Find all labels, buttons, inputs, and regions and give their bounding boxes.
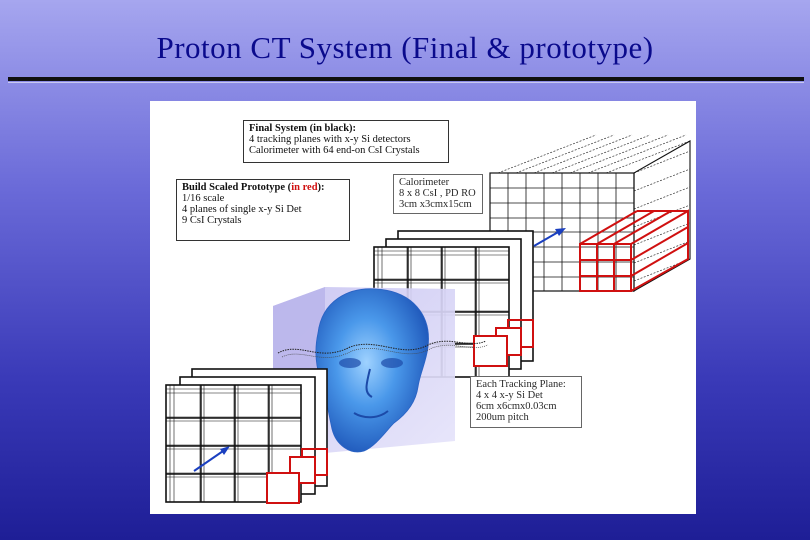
tracking-plane-line: Each Tracking Plane: bbox=[476, 379, 566, 390]
proton-arrow-icon bbox=[193, 228, 566, 472]
pct-system-figure: Final System (in black): 4 tracking plan… bbox=[150, 101, 696, 514]
prototype-line: 9 CsI Crystals bbox=[182, 215, 242, 226]
prototype-heading: Build Scaled Prototype (in red): bbox=[182, 182, 344, 193]
title-divider-highlight bbox=[8, 82, 804, 83]
pct-diagram bbox=[165, 134, 691, 504]
slide-title: Proton CT System (Final & prototype) bbox=[156, 30, 654, 65]
tracking-plane-line: 4 x 4 x-y Si Det bbox=[476, 390, 543, 401]
prototype-heading-red: in red bbox=[291, 182, 318, 193]
final-system-heading: Final System (in black): bbox=[249, 123, 357, 134]
prototype-line: 4 planes of single x-y Si Det bbox=[182, 204, 302, 215]
prototype-heading-prefix: Build Scaled Prototype ( bbox=[182, 182, 292, 193]
final-system-note: Final System (in black): 4 tracking plan… bbox=[243, 120, 449, 163]
tracking-plane-note: Each Tracking Plane: 4 x 4 x-y Si Det 6c… bbox=[470, 376, 582, 428]
tracking-plane-line: 6cm x6cmx0.03cm bbox=[476, 401, 557, 412]
final-system-line: 4 tracking planes with x-y Si detectors bbox=[249, 134, 411, 145]
prototype-heading-suffix: ): bbox=[317, 182, 325, 193]
prototype-line: 1/16 scale bbox=[182, 193, 225, 204]
final-system-line: Calorimeter with 64 end-on CsI Crystals bbox=[249, 145, 420, 156]
prototype-note: Build Scaled Prototype (in red): 1/16 sc… bbox=[176, 179, 350, 241]
tracking-plane-icon bbox=[165, 368, 328, 504]
calorimeter-note: Calorimeter 8 x 8 CsI , PD RO 3cm x3cmx1… bbox=[393, 174, 483, 214]
calorimeter-line: 3cm x3cmx15cm bbox=[399, 199, 472, 210]
calorimeter-line: 8 x 8 CsI , PD RO bbox=[399, 188, 476, 199]
tracking-plane-line: 200um pitch bbox=[476, 412, 529, 423]
title-divider bbox=[8, 77, 804, 81]
calorimeter-line: Calorimeter bbox=[399, 177, 450, 188]
